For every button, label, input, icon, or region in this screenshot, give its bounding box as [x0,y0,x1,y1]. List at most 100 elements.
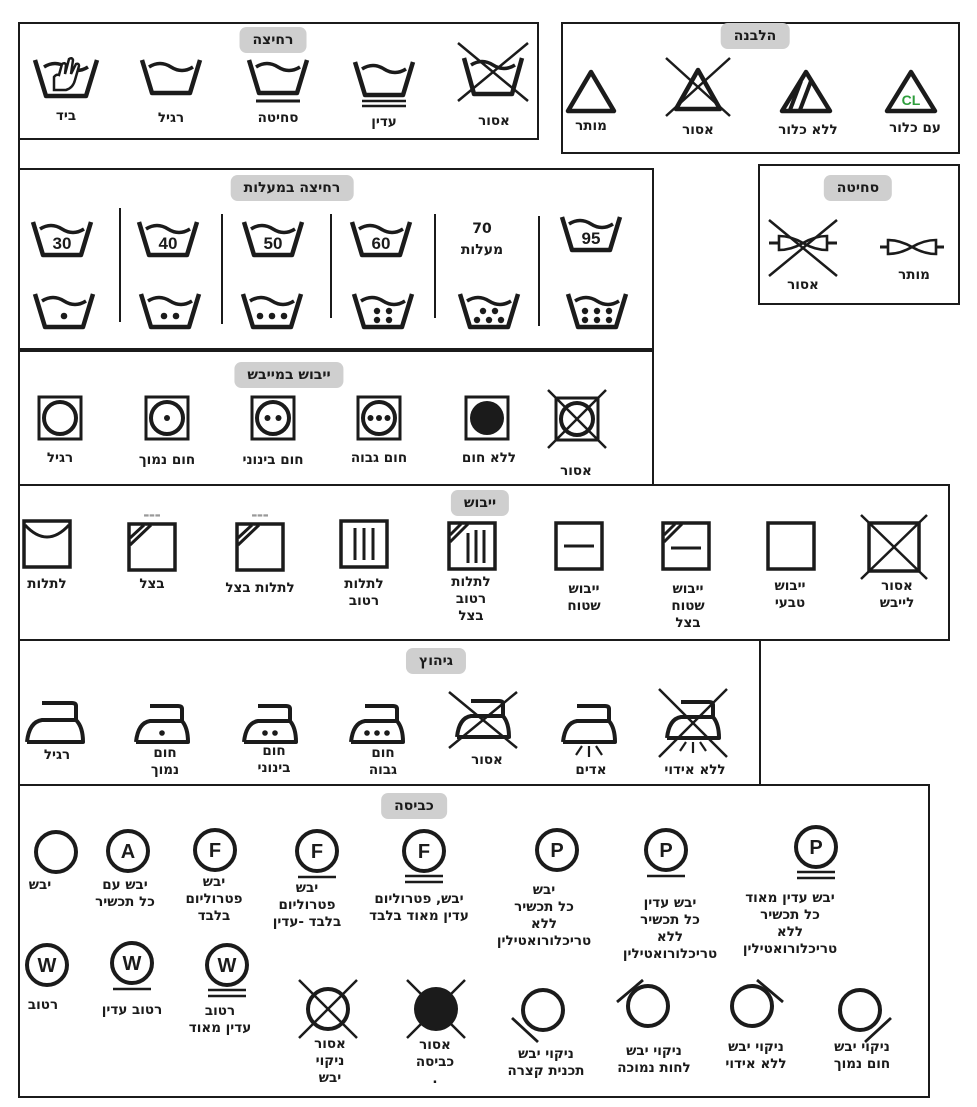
tumble-dry-label-normal: רגיל [46,450,74,466]
do-not-dry-clean-label: אסור ניקוי יבש [314,1036,346,1086]
dry-flat-shade-icon [661,521,711,571]
wash-70-label: 70 מעלות [460,221,504,258]
wash-normal-icon [139,55,203,97]
wet-clean-letter-w3: W [218,955,237,977]
wet-clean-icon: W [24,942,70,988]
washing-label-hand: ביד [55,108,77,124]
iron-medium-icon [241,703,299,745]
wringing-label-allowed: מותר [898,267,930,283]
iron-normal-icon [24,700,86,746]
wash-temp-divider-3 [330,214,332,318]
tumble-dry-high-icon [356,395,402,441]
dry-clean-petroleum-gentle-icon: F [294,828,340,880]
bleach-allowed-icon [565,68,617,114]
drying-label-drip: לתלות רטוב [344,576,384,609]
iron-low-icon [133,703,191,745]
dry-clean-any-except-tce-very-gentle-icon: P [793,824,839,882]
tumble-dry-title: ייבוש במייבש [234,362,344,388]
wash-1-dot-icon [32,289,96,331]
dry-clean-low-heat-label: ניקוי יבש חום נמוך [833,1039,891,1072]
dry-clean-any-except-tce-icon: P [534,827,580,873]
dry-clean-no-steam-icon [721,978,787,1028]
dry-clean-letter-a: A [121,841,135,863]
washing-label-permanent-press: סחיטה [257,110,299,126]
tumble-dry-label-forbidden: אסור [560,463,592,479]
ironing-panel [18,639,761,786]
dry-clean-panel [18,784,930,1098]
non-chlorine-bleach-icon [779,68,833,114]
dry-clean-letter-f3: F [418,841,430,863]
do-not-iron-icon [445,689,521,751]
drip-dry-icon [339,519,389,569]
svg-text:▬▬▬: ▬▬▬ [143,512,160,519]
bleach-label-forbidden: אסור [682,122,714,138]
bleach-label-non-chlorine: ללא כלור [778,122,838,138]
wet-clean-label: רטוב [27,997,59,1013]
iron-no-steam-icon [655,686,731,760]
line-dry-shade-icon: ▬▬▬ [235,510,285,572]
wash-50-value: 50 [264,234,283,253]
drying-label-flat-shade: ייבוש שטוח בצל [671,581,705,631]
ironing-label-medium: חום בינוני [257,743,291,776]
do-not-tumble-dry-icon [544,386,610,452]
wash-60-value: 60 [372,234,391,253]
bleach-title: הלבנה [720,23,790,49]
dry-clean-short-cycle-label: ניקוי יבש תכנית קצרה [507,1046,585,1079]
wash-3-dots-icon [240,289,304,331]
wringing-label-forbidden: אסור [787,277,819,293]
iron-steam-icon [560,703,618,759]
wet-clean-letter-w1: W [38,955,57,977]
dry-clean-low-humidity-label: ניקוי יבש לחות נמוכה [617,1043,691,1076]
tumble-dry-label-no-heat: ללא חום [461,450,517,466]
tumble-dry-normal-icon [37,395,83,441]
tumble-dry-label-low: חום נמוך [138,452,196,468]
wash-temp-divider-4 [434,214,436,318]
washing-title: רחיצה [239,27,307,53]
wash-40-value: 40 [159,234,178,253]
ironing-label-high: חום גבוה [368,745,398,778]
wet-clean-very-gentle-label: רטוב עדין מאוד [188,1003,252,1036]
wash-60-icon: 60 [349,217,413,259]
dry-clean-any-except-tce-gentle-icon: P [643,827,689,879]
do-not-dry-icon [857,512,931,582]
dry-clean-letter-p3: P [809,837,822,859]
dry-clean-short-cycle-icon [508,986,574,1044]
wash-50-icon: 50 [241,217,305,259]
line-dry-icon [22,519,72,569]
tumble-dry-label-high: חום גבוה [350,450,408,466]
dry-clean-letter-p1: P [550,840,563,862]
do-not-wash-icon [455,40,531,104]
dry-clean-petroleum-very-gentle-icon: F [401,828,447,884]
dry-clean-label-petroleum-very-gentle: יבש, פטרוליום עדין מאוד בלבד [369,891,469,924]
ironing-label-steam: אדים [575,762,607,778]
washing-label-forbidden: אסור [478,113,510,129]
chlorine-bleach-icon: CL [884,68,938,114]
dry-clean-icon [33,829,79,875]
do-not-wring-icon [765,216,841,278]
wash-temp-divider-2 [221,214,223,324]
do-not-bleach-icon [662,54,734,118]
bleach-label-chlorine: עם כלור [889,120,941,136]
do-not-wash-dark-icon [403,976,469,1042]
wash-delicate-icon [352,57,416,108]
wringing-title: סחיטה [823,175,893,201]
wet-clean-very-gentle-icon: W [204,942,250,1000]
washing-label-normal: רגיל [157,110,185,126]
drying-label-natural: ייבוש טבעי [774,578,806,611]
ironing-title: גיהוץ [405,648,467,674]
wash-temp-divider-5 [538,216,540,326]
dry-in-shade-icon: ▬▬▬ [127,510,177,572]
dry-clean-label-any-except-tce-gentle: יבש עדין כל תכשיר ללא טריכלורואטילין [622,895,718,962]
tumble-dry-label-medium: חום בינוני [242,452,304,468]
dry-clean-petroleum-icon: F [192,827,238,873]
drying-label-forbidden: אסור לייבש [879,578,915,611]
ironing-label-low: חום נמוך [150,745,180,778]
drying-label-line: לתלות [27,576,67,592]
wash-5-dots-icon [457,289,521,331]
dry-clean-letter-f2: F [311,841,323,863]
wash-4-dots-icon [351,289,415,331]
wet-clean-letter-w2: W [123,953,142,975]
washing-label-delicate: עדין [371,114,397,130]
wash-30-icon: 30 [30,217,94,259]
tumble-dry-no-heat-icon [464,395,510,441]
